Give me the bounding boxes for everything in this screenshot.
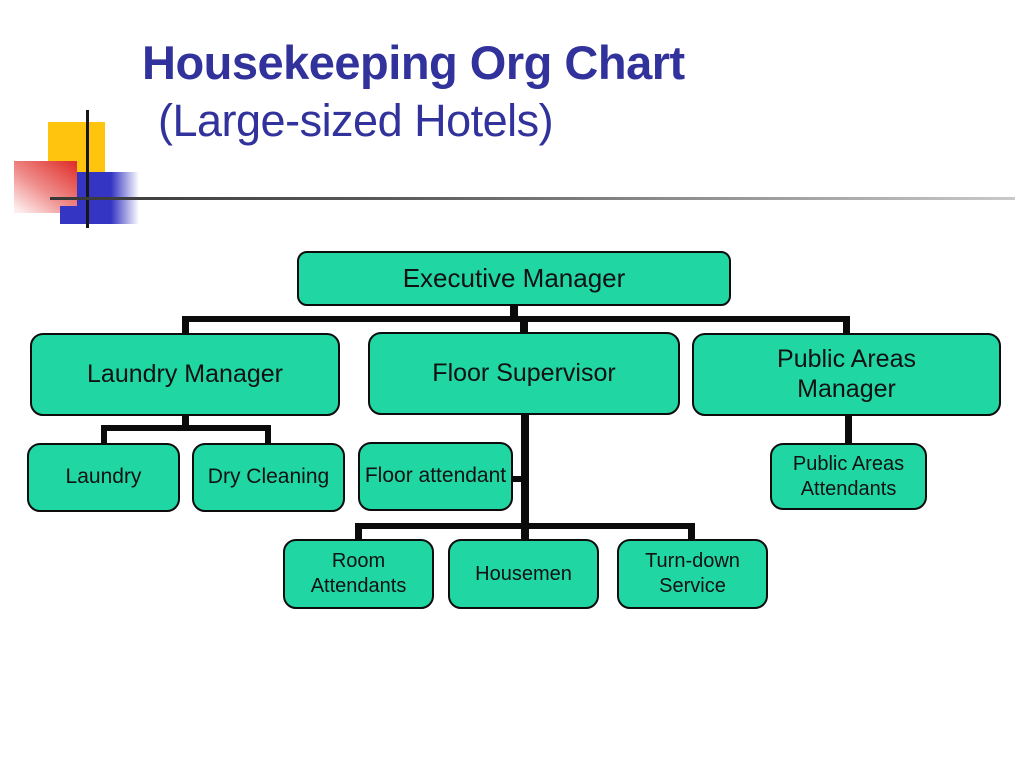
node-laundry-manager: Laundry Manager <box>30 333 340 416</box>
node-turn-down-service: Turn-down Service <box>617 539 768 609</box>
decor-vertical-line <box>86 110 89 228</box>
connector-to-public-areas-manager <box>843 316 850 334</box>
connector-floor-supervisor-vertical <box>521 415 529 539</box>
connector-level1-horizontal <box>182 316 850 322</box>
slide-title: Housekeeping Org Chart (Large-sized Hote… <box>142 34 685 150</box>
title-line-1: Housekeeping Org Chart <box>142 36 685 89</box>
connector-to-laundry <box>101 425 107 444</box>
connector-to-laundry-manager <box>182 316 189 334</box>
title-line-2: (Large-sized Hotels) <box>158 95 554 146</box>
node-public-areas-manager: Public Areas Manager <box>692 333 1001 416</box>
connector-floor-bracket <box>355 523 695 529</box>
connector-to-public-areas-attendants <box>845 415 852 443</box>
node-housemen: Housemen <box>448 539 599 609</box>
node-dry-cleaning: Dry Cleaning <box>192 443 345 512</box>
decor-pink-square <box>14 161 77 213</box>
decor-horizontal-rule <box>50 197 1015 200</box>
connector-to-dry-cleaning <box>265 425 271 444</box>
node-room-attendants: Room Attendants <box>283 539 434 609</box>
decor-blue-small-square <box>60 206 78 224</box>
connector-laundry-bracket <box>101 425 271 431</box>
connector-to-room-attendants <box>355 523 362 539</box>
connector-to-floor-supervisor <box>520 316 528 333</box>
connector-to-floor-attendant <box>511 476 522 482</box>
node-laundry: Laundry <box>27 443 180 512</box>
node-floor-attendant: Floor attendant <box>358 442 513 511</box>
node-public-areas-attendants: Public Areas Attendants <box>770 443 927 510</box>
connector-to-turn-down-service <box>688 523 695 539</box>
node-executive-manager: Executive Manager <box>297 251 731 306</box>
node-floor-supervisor: Floor Supervisor <box>368 332 680 415</box>
connector-executive-stub <box>510 306 518 318</box>
connector-laundry-manager-stub <box>182 415 189 426</box>
